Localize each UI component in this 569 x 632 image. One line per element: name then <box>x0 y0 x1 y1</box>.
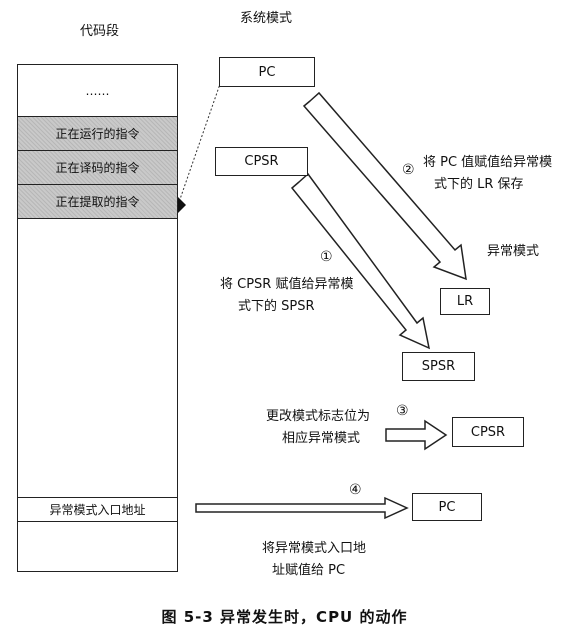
step3-text-line1: 更改模式标志位为 <box>266 409 371 424</box>
entry-address-label: 异常模式入口地址 <box>49 503 146 517</box>
step4-number: ④ <box>349 482 362 498</box>
pc-exception-label: PC <box>438 499 456 515</box>
step2-text-line1: 将 PC 值赋值给异常模 <box>423 155 553 170</box>
cpsr-exception-label: CPSR <box>470 424 506 440</box>
step1-arrow <box>290 172 431 350</box>
code-segment-label: 代码段 <box>80 24 120 39</box>
lr-label: LR <box>456 294 474 309</box>
exception-mode-label: 异常模式 <box>487 244 540 259</box>
spsr-label: SPSR <box>421 359 456 374</box>
pc-pointer-arrowhead <box>178 197 186 213</box>
entry-address-row: 异常模式入口地址 <box>18 497 177 522</box>
system-mode-label: 系统模式 <box>240 11 293 26</box>
fetching-instruction-row: 正在提取的指令 <box>18 185 177 219</box>
step3-number: ③ <box>396 403 409 419</box>
step4-arrow <box>195 496 409 520</box>
step3-arrow <box>385 419 448 451</box>
step2-number: ② <box>402 162 415 178</box>
decoding-instruction-row: 正在译码的指令 <box>18 151 177 185</box>
step1-number: ① <box>320 249 333 265</box>
spsr-box: SPSR <box>402 352 475 381</box>
cpsr-system-label: CPSR <box>244 154 279 169</box>
ellipsis-text: …… <box>85 83 110 98</box>
pc-exception-box: PC <box>412 493 482 521</box>
pc-system-box: PC <box>219 57 315 87</box>
code-segment-column: …… 正在运行的指令 正在译码的指令 正在提取的指令 异常模式入口地址 <box>17 64 178 572</box>
step1-text-line1: 将 CPSR 赋值给异常模 <box>220 277 354 292</box>
lr-box: LR <box>440 288 490 315</box>
ellipsis-row: …… <box>18 65 177 117</box>
step3-text-line2: 相应异常模式 <box>282 431 361 446</box>
step4-text-line1: 将异常模式入口地 <box>262 541 367 556</box>
step2-arrow <box>302 91 467 281</box>
cpsr-exception-box: CPSR <box>452 417 524 447</box>
pc-system-label: PC <box>258 64 276 80</box>
running-instruction-label: 正在运行的指令 <box>55 127 140 141</box>
fetching-instruction-label: 正在提取的指令 <box>55 195 140 209</box>
running-instruction-row: 正在运行的指令 <box>18 117 177 151</box>
figure-caption: 图 5-3 异常发生时，CPU 的动作 <box>161 608 408 626</box>
decoding-instruction-label: 正在译码的指令 <box>55 161 140 175</box>
step4-text-line2: 址赋值给 PC <box>272 563 346 578</box>
cpsr-system-box: CPSR <box>215 147 308 176</box>
step2-text-line2: 式下的 LR 保存 <box>434 177 524 192</box>
pc-pointer-dotted-line <box>177 83 221 206</box>
step1-text-line2: 式下的 SPSR <box>238 299 315 314</box>
